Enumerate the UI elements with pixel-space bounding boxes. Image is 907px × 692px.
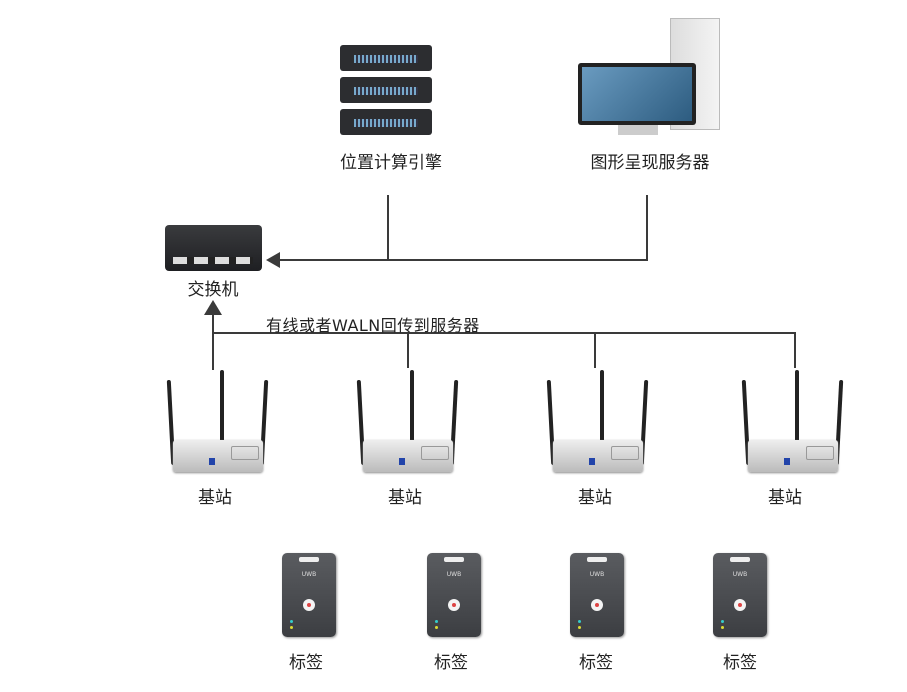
base-station-label: 基站 [768, 488, 802, 508]
connector-line [387, 195, 389, 261]
base-station-icon [545, 365, 655, 480]
connector-line [212, 314, 214, 370]
tag-label: 标签 [289, 653, 323, 673]
base-station-icon [165, 365, 275, 480]
connector-line [594, 332, 596, 368]
backhaul-label: 有线或者WALN回传到服务器 [266, 316, 480, 335]
arrow-left-icon [266, 252, 280, 268]
engine-label: 位置计算引擎 [340, 153, 442, 173]
tag-label: 标签 [434, 653, 468, 673]
server-rack-icon [340, 45, 432, 135]
base-station-label: 基站 [388, 488, 422, 508]
base-station-icon [355, 365, 465, 480]
connector-line [794, 332, 796, 368]
switch-label: 交换机 [187, 280, 239, 300]
render-server-label: 图形呈现服务器 [590, 153, 710, 173]
arrow-up-icon [204, 300, 222, 315]
base-station-label: 基站 [198, 488, 232, 508]
connector-line [212, 332, 796, 334]
base-station-icon [740, 365, 850, 480]
uwb-tag-icon: UWB [713, 553, 767, 637]
desktop-computer-icon [578, 18, 720, 136]
uwb-tag-icon: UWB [427, 553, 481, 637]
network-switch-icon [165, 225, 262, 271]
tag-label: 标签 [723, 653, 757, 673]
uwb-tag-icon: UWB [282, 553, 336, 637]
base-station-label: 基站 [578, 488, 612, 508]
connector-line [646, 195, 648, 261]
connector-line [407, 332, 409, 368]
connector-line [278, 259, 648, 261]
tag-label: 标签 [579, 653, 613, 673]
uwb-tag-icon: UWB [570, 553, 624, 637]
